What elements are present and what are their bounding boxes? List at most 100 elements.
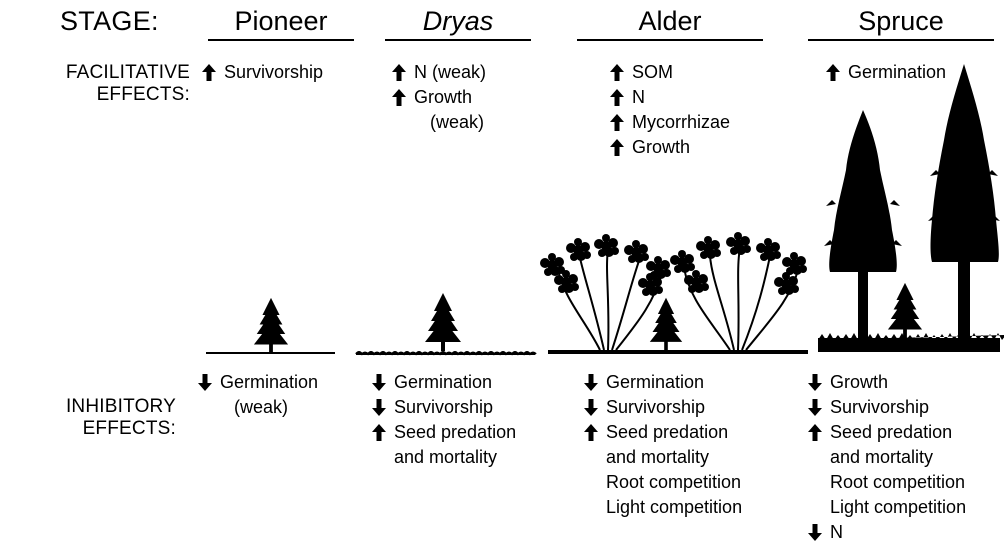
effect-item: SOM [610, 60, 730, 85]
spruce-seedling-icon [887, 282, 923, 338]
effect-text: Seed predation [830, 422, 953, 442]
stage-name-pioneer: Pioneer [234, 6, 328, 36]
effect-item: Survivorship [584, 395, 742, 420]
effect-text: and mortality [830, 447, 934, 467]
dryas-facilitative-effects: N (weak) Growth (weak) [392, 60, 486, 135]
stage-name-alder: Alder [638, 6, 702, 36]
stage-underline [808, 39, 994, 41]
effect-text: Growth [414, 87, 473, 107]
effect-item: Germination [584, 370, 742, 395]
up-arrow-icon [610, 60, 632, 81]
effect-text: Root competition [830, 472, 966, 492]
effect-item: Germination [826, 60, 946, 85]
down-arrow-icon [584, 395, 606, 416]
effect-text: Survivorship [606, 397, 706, 417]
effect-item: Growth [808, 370, 966, 395]
down-arrow-icon [808, 520, 830, 541]
effect-item: Survivorship [372, 395, 516, 420]
effect-text: (weak) [430, 112, 485, 132]
pioneer-seedling-icon [253, 297, 289, 353]
stage-underline [208, 39, 354, 41]
facilitative-label-line-2: EFFECTS: [96, 84, 190, 105]
spruce-facilitative-effects: Germination [826, 60, 946, 85]
dryas-mat-ground [355, 351, 537, 356]
up-arrow-icon [392, 85, 414, 106]
effect-text: Light competition [606, 497, 743, 517]
effect-text: Survivorship [224, 62, 324, 82]
effect-item: (weak) [392, 110, 486, 135]
inhibitory-label-line-1: INHIBITORY [65, 396, 176, 417]
effect-text: N [632, 87, 645, 107]
effect-item: Seed predation [372, 420, 516, 445]
stage-underline [577, 39, 763, 41]
effect-item: Light competition [584, 495, 742, 520]
effect-text: Germination [220, 372, 319, 392]
inhibitory-label-line-2: EFFECTS: [82, 418, 176, 439]
effect-text: Root competition [606, 472, 742, 492]
dryas-seedling-icon [425, 293, 461, 351]
effect-item: N (weak) [392, 60, 486, 85]
effect-item: (weak) [198, 395, 318, 420]
up-arrow-icon [808, 420, 830, 441]
up-arrow-icon [584, 420, 606, 441]
effect-text: Light competition [830, 497, 967, 517]
alder-shrub-right-icon [670, 232, 807, 351]
effect-text: and mortality [394, 447, 498, 467]
effect-text: Growth [632, 137, 691, 157]
down-arrow-icon [372, 370, 394, 391]
effect-item: and mortality [372, 445, 516, 470]
effect-text: N (weak) [414, 62, 487, 82]
down-arrow-icon [808, 395, 830, 416]
alder-shrub-left-icon [540, 234, 671, 351]
stage-name-dryas: Dryas [422, 6, 494, 36]
pioneer-facilitative-effects: Survivorship [202, 60, 323, 85]
down-arrow-icon [584, 370, 606, 391]
stage-name-spruce: Spruce [858, 6, 944, 36]
alder-seedling-icon [649, 297, 683, 350]
effect-item: Survivorship [808, 395, 966, 420]
facilitative-row-label: FACILITATIVE EFFECTS: [4, 62, 190, 106]
effect-item: and mortality [808, 445, 966, 470]
up-arrow-icon [610, 135, 632, 156]
up-arrow-icon [826, 60, 848, 81]
effect-text: N [830, 522, 843, 542]
effect-text: Germination [606, 372, 705, 392]
down-arrow-icon [372, 395, 394, 416]
effect-item: Growth [610, 135, 730, 160]
up-arrow-icon [610, 85, 632, 106]
spruce-tree-left-icon [824, 110, 902, 342]
up-arrow-icon [372, 420, 394, 441]
effect-item: Germination [198, 370, 318, 395]
effect-text: and mortality [606, 447, 710, 467]
stage-row-label: STAGE: [60, 6, 159, 36]
facilitative-label-line-1: FACILITATIVE [65, 62, 190, 83]
effect-item: Growth [392, 85, 486, 110]
up-arrow-icon [610, 110, 632, 131]
stage-header-spruce: Spruce [808, 6, 994, 41]
down-arrow-icon [808, 370, 830, 391]
effect-item: N [808, 520, 966, 545]
pioneer-inhibitory-effects: Germination (weak) [198, 370, 318, 420]
effect-text: Mycorrhizae [632, 112, 731, 132]
effect-text: (weak) [234, 397, 289, 417]
effect-text: Germination [848, 62, 947, 82]
effect-item: Root competition [584, 470, 742, 495]
effect-item: Root competition [808, 470, 966, 495]
effect-item: Light competition [808, 495, 966, 520]
effect-item: Mycorrhizae [610, 110, 730, 135]
effect-item: and mortality [584, 445, 742, 470]
spruce-tree-right-icon [928, 64, 1000, 342]
inhibitory-row-label: INHIBITORY EFFECTS: [4, 396, 176, 440]
effect-text: Seed predation [394, 422, 517, 442]
up-arrow-icon [202, 60, 224, 81]
up-arrow-icon [392, 60, 414, 81]
stage-header-alder: Alder [577, 6, 763, 41]
effect-text: Growth [830, 372, 889, 392]
stage-underline [385, 39, 531, 41]
spruce-ground-litter [818, 333, 1004, 352]
effect-text: Germination [394, 372, 493, 392]
